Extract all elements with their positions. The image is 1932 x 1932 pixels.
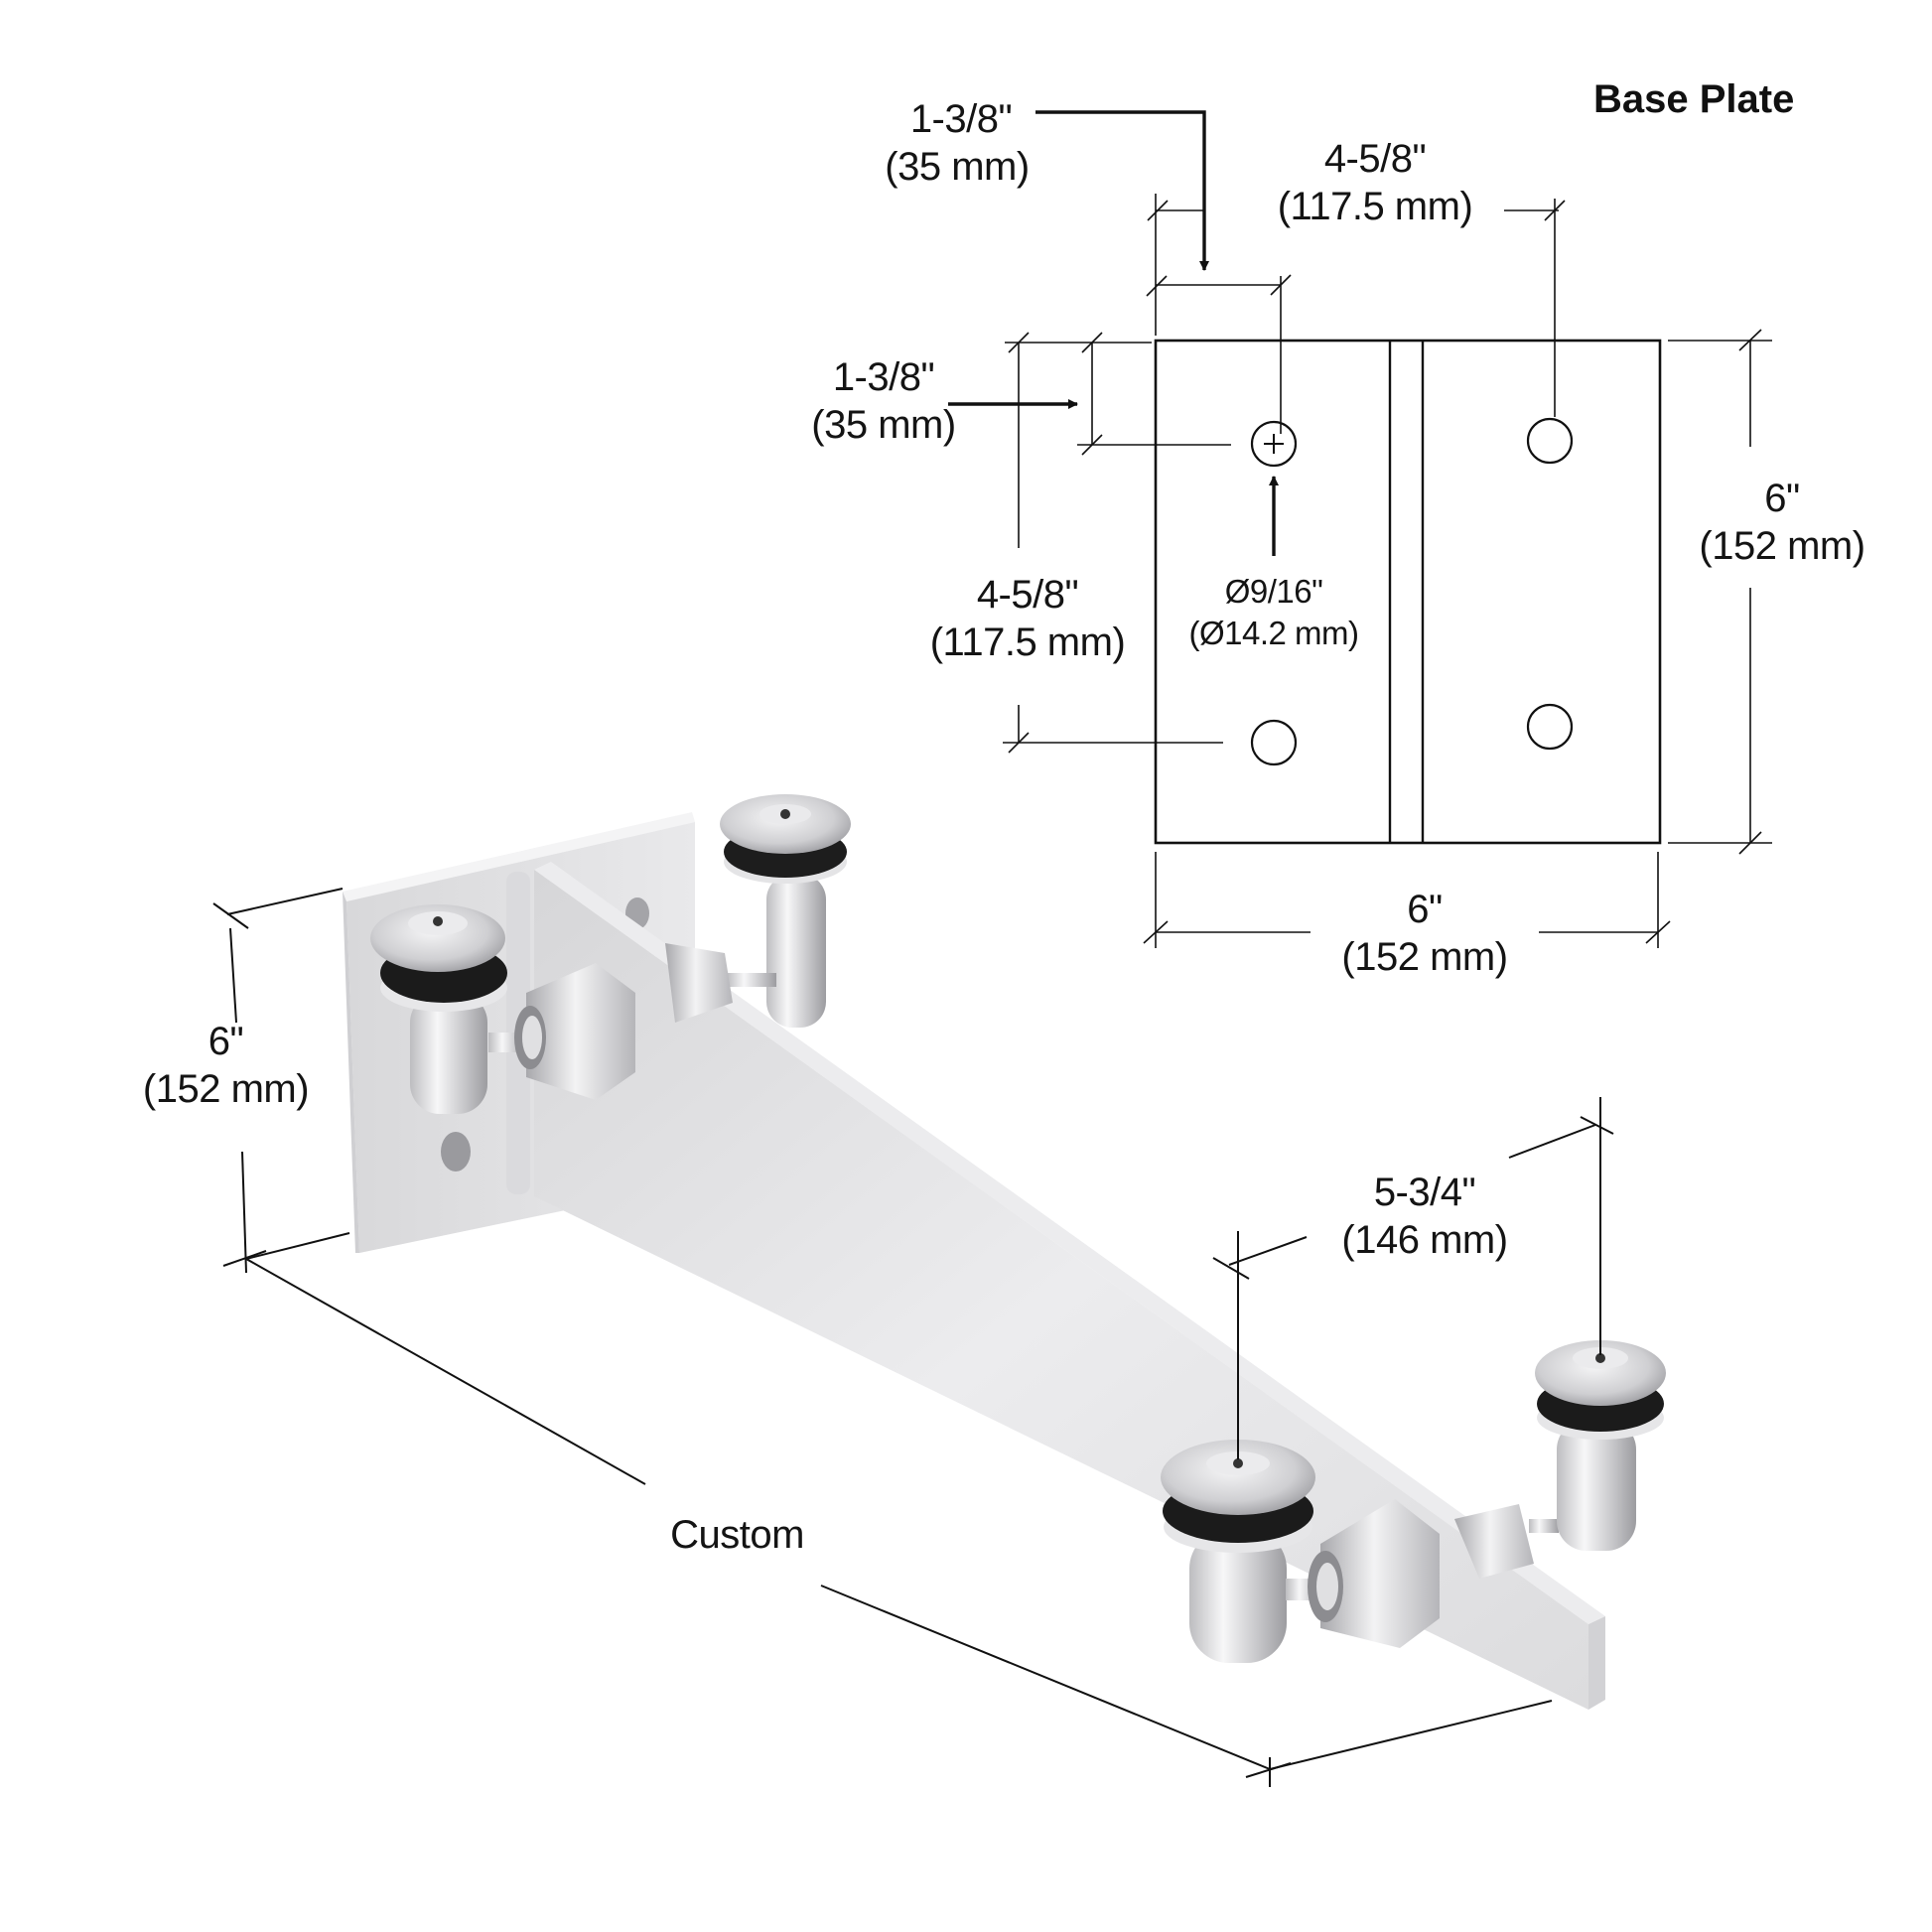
bracket-plate-height-label: 6" (152 mm)	[124, 1018, 328, 1113]
hole-spacing-vertical-metric: (117.5 mm)	[929, 621, 1126, 664]
glass-pin-upper-right	[665, 794, 851, 1028]
top-offset-imperial: 1-3/8"	[909, 97, 1013, 141]
bracket-dimensions	[212, 888, 1614, 1787]
bracket-plate-height-metric: (152 mm)	[142, 1067, 310, 1111]
arm-face	[534, 870, 1588, 1710]
hole-diameter-label: Ø9/16" (Ø14.2 mm)	[1174, 571, 1373, 654]
side-offset-label: 1-3/8" (35 mm)	[794, 353, 973, 449]
plate-height-metric: (152 mm)	[1699, 524, 1865, 568]
section-title: Base Plate	[1593, 77, 1795, 121]
wall-plate-side	[343, 892, 359, 1253]
plate-width-metric: (152 mm)	[1341, 935, 1508, 979]
tick	[1147, 200, 1169, 221]
top-offset-leader	[1035, 110, 1209, 271]
hole-spacing-horizontal-imperial: 4-5/8"	[1323, 137, 1427, 181]
tick	[1738, 831, 1762, 855]
wall-plate-edge	[343, 812, 695, 901]
tick	[1645, 920, 1671, 944]
plate-width-imperial: 6"	[1407, 888, 1443, 931]
tick	[1146, 275, 1168, 297]
wall-plate-hole	[441, 1132, 471, 1172]
tick	[1008, 732, 1030, 754]
base-plate-outline	[1154, 339, 1662, 845]
pin-spacing-label: 5-3/4" (146 mm)	[1325, 1169, 1524, 1264]
base-plate-drawing	[948, 110, 1772, 948]
arm-top-edge	[534, 862, 1605, 1624]
spider-cone	[526, 963, 635, 1100]
plate-height-label: 6" (152 mm)	[1683, 475, 1881, 570]
side-offset-imperial: 1-3/8"	[832, 355, 935, 399]
glass-pin-upper-left	[370, 904, 635, 1114]
bracket-plate-height-imperial: 6"	[207, 1020, 244, 1063]
hole-spacing-vertical-label: 4-5/8" (117.5 mm)	[908, 571, 1147, 666]
mount-hole-bottom-right	[1526, 703, 1574, 751]
hole-diameter-metric: (Ø14.2 mm)	[1188, 615, 1359, 651]
tick	[1143, 920, 1169, 944]
hole-center-cross-icon	[1264, 434, 1284, 454]
hole-spacing-horizontal-metric: (117.5 mm)	[1277, 185, 1473, 228]
glass-pin-lower-right	[1454, 1340, 1666, 1579]
mount-hole-bottom-left	[1250, 719, 1298, 766]
hole-spacing-horizontal-label: 4-5/8" (117.5 mm)	[1251, 135, 1499, 230]
tick	[1081, 332, 1103, 353]
tick	[1270, 274, 1292, 296]
top-offset-metric: (35 mm)	[885, 145, 1030, 189]
mount-hole-top-left	[1250, 420, 1298, 468]
tick	[1008, 332, 1030, 353]
bracket-illustration	[212, 794, 1666, 1787]
top-offset-label: 1-3/8" (35 mm)	[882, 95, 1040, 191]
pin-spacing-metric: (146 mm)	[1341, 1218, 1508, 1262]
plate-height-imperial: 6"	[1764, 477, 1800, 520]
glass-pin-lower-left	[1161, 1440, 1440, 1663]
hole-diameter-imperial: Ø9/16"	[1224, 573, 1323, 610]
pin-spacing-imperial: 5-3/4"	[1373, 1171, 1476, 1214]
side-offset-metric: (35 mm)	[811, 403, 956, 447]
hole-spacing-vertical-imperial: 4-5/8"	[976, 573, 1079, 617]
arm-end-face	[1588, 1616, 1605, 1710]
arm-length-label: Custom	[670, 1513, 804, 1557]
plate-width-label: 6" (152 mm)	[1325, 886, 1524, 981]
tick	[1081, 434, 1103, 456]
mount-hole-top-right	[1526, 417, 1574, 465]
tick	[1738, 329, 1762, 351]
spider-cone	[1320, 1499, 1440, 1648]
